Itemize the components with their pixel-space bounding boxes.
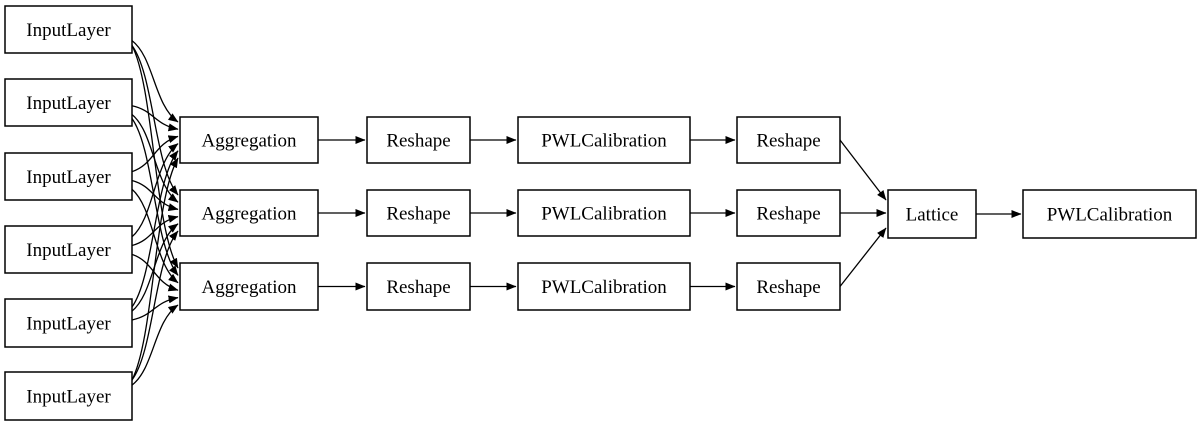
node-lattice: Lattice	[887, 189, 977, 239]
reshape-b1-label: Reshape	[756, 131, 820, 152]
pwl-2-box	[517, 189, 691, 237]
pwl-1-box	[517, 116, 691, 164]
edge-input-6-to-agg-1	[131, 157, 179, 381]
edge-input-6-to-agg-3	[131, 304, 179, 386]
node-input-4: InputLayer	[4, 225, 133, 274]
reshape-b1-box	[736, 116, 841, 164]
edge-input-6-to-agg-2	[131, 230, 179, 381]
edge-input-1-to-agg-3	[131, 45, 179, 269]
edge-input-3-to-agg-2	[131, 179, 179, 212]
agg-3-box	[179, 262, 319, 311]
node-reshape-b2: Reshape	[736, 189, 841, 237]
input-3-label: InputLayer	[26, 167, 111, 188]
lattice-box	[887, 189, 977, 239]
node-input-1: InputLayer	[4, 5, 133, 54]
input-2-label: InputLayer	[26, 93, 111, 114]
pwl-final-box	[1022, 189, 1197, 239]
pwl-final-label: PWLCalibration	[1047, 205, 1173, 226]
agg-3-label: Aggregation	[202, 277, 297, 298]
reshape-a1-box	[366, 116, 471, 164]
input-1-box	[4, 5, 133, 54]
reshape-b3-box	[736, 262, 841, 311]
edge-input-3-to-agg-3	[131, 188, 179, 284]
input-4-label: InputLayer	[26, 240, 111, 261]
node-input-2: InputLayer	[4, 78, 133, 127]
node-input-5: InputLayer	[4, 298, 133, 348]
input-6-box	[4, 371, 133, 421]
node-pwl-3: PWLCalibration	[517, 262, 691, 311]
node-reshape-b1: Reshape	[736, 116, 841, 164]
node-reshape-a3: Reshape	[366, 262, 471, 311]
edge-input-1-to-agg-2	[131, 45, 179, 196]
edge-input-2-to-agg-1	[131, 105, 179, 132]
agg-1-box	[179, 116, 319, 164]
input-1-label: InputLayer	[26, 20, 111, 41]
agg-1-label: Aggregation	[202, 131, 297, 152]
edge-input-2-to-agg-3	[131, 118, 179, 276]
input-5-box	[4, 298, 133, 348]
node-reshape-b3: Reshape	[736, 262, 841, 311]
reshape-a3-box	[366, 262, 471, 311]
node-reshape-a2: Reshape	[366, 189, 471, 237]
pwl-2-label: PWLCalibration	[541, 204, 667, 225]
agg-2-label: Aggregation	[202, 204, 297, 225]
pwl-3-label: PWLCalibration	[541, 277, 667, 298]
input-3-box	[4, 152, 133, 201]
node-input-6: InputLayer	[4, 371, 133, 421]
reshape-a3-label: Reshape	[386, 277, 450, 298]
input-6-label: InputLayer	[26, 387, 111, 408]
input-5-label: InputLayer	[26, 314, 111, 335]
node-input-3: InputLayer	[4, 152, 133, 201]
node-agg-2: Aggregation	[179, 189, 319, 237]
agg-2-box	[179, 189, 319, 237]
reshape-b2-label: Reshape	[756, 204, 820, 225]
reshape-a2-label: Reshape	[386, 204, 450, 225]
edge-reshape-b3-to-lattice	[839, 227, 887, 287]
edge-input-1-to-agg-1	[131, 40, 179, 123]
edge-input-3-to-agg-1	[131, 135, 179, 173]
edge-reshape-b1-to-lattice	[839, 139, 887, 201]
reshape-b2-box	[736, 189, 841, 237]
node-agg-1: Aggregation	[179, 116, 319, 164]
edge-input-2-to-agg-2	[131, 113, 179, 203]
reshape-a1-label: Reshape	[386, 131, 450, 152]
lattice-label: Lattice	[906, 205, 959, 226]
node-pwl-final: PWLCalibration	[1022, 189, 1197, 239]
input-4-box	[4, 225, 133, 274]
node-pwl-1: PWLCalibration	[517, 116, 691, 164]
input-2-box	[4, 78, 133, 127]
reshape-b3-label: Reshape	[756, 277, 820, 298]
node-agg-3: Aggregation	[179, 262, 319, 311]
node-reshape-a1: Reshape	[366, 116, 471, 164]
node-pwl-2: PWLCalibration	[517, 189, 691, 237]
pwl-1-label: PWLCalibration	[541, 131, 667, 152]
